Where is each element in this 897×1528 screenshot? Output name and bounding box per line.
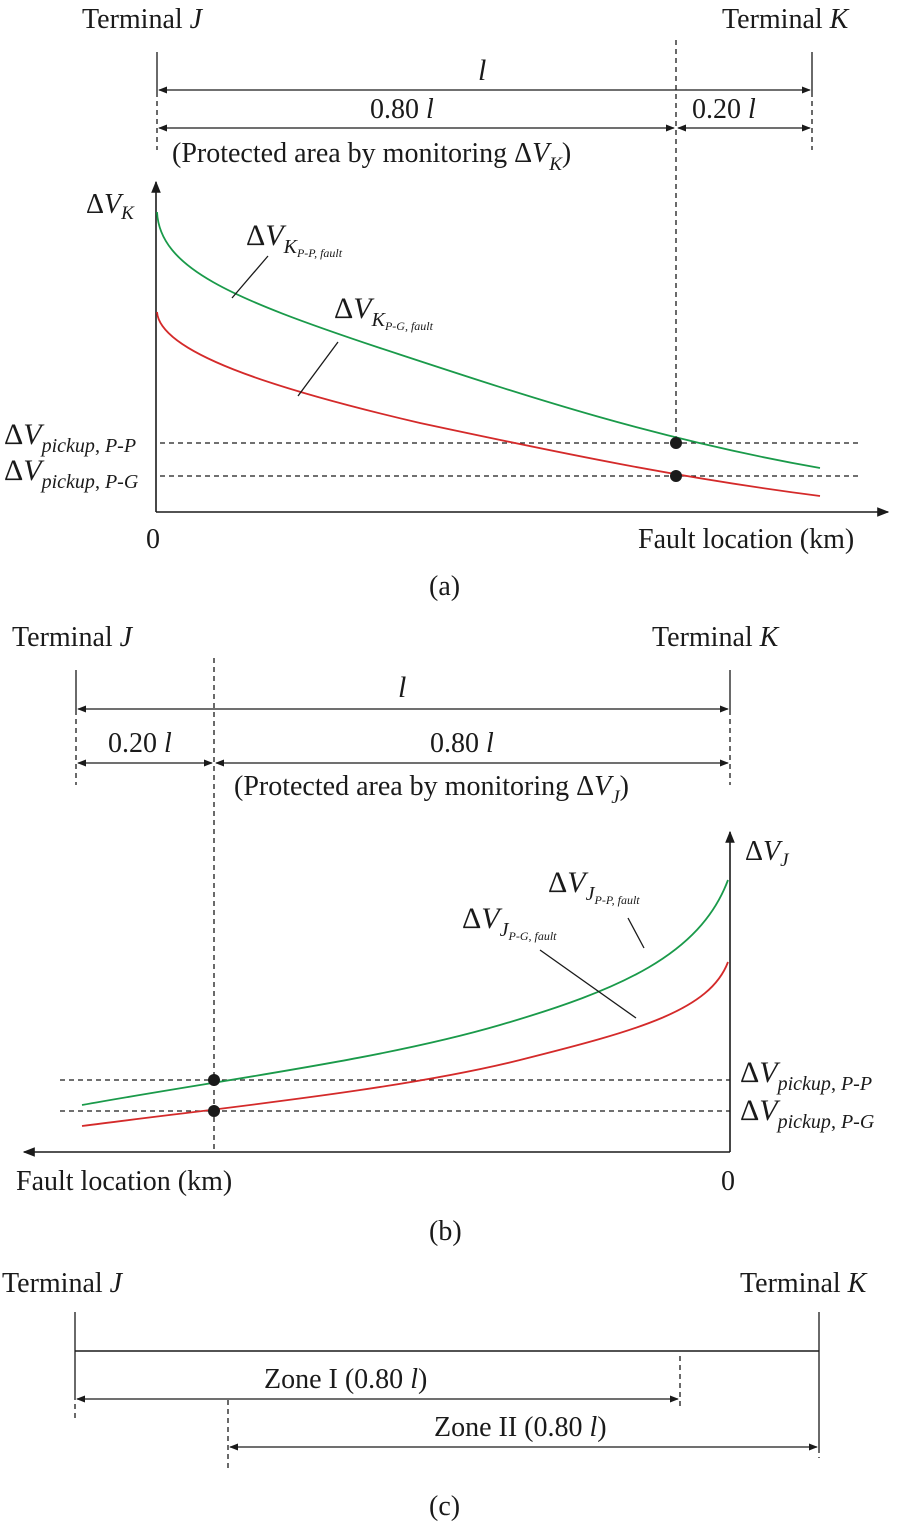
zone2-label-c: Zone II (0.80 l)	[434, 1412, 607, 1443]
curve-pg-leader-a	[297, 341, 339, 397]
curve-pp-a	[156, 211, 821, 469]
pickup-pp-intersection-a	[670, 437, 682, 449]
pickup-pp-intersection-b	[208, 1074, 220, 1086]
pickup-pg-label-b: ΔVpickup, P-G	[740, 1094, 875, 1133]
terminal-j-label-a: Terminal J	[82, 4, 204, 35]
caption-a: (a)	[429, 571, 460, 602]
curve-pp-leader-a	[231, 255, 269, 299]
x-axis-label-a: Fault location (km)	[638, 524, 854, 555]
span-left-label-b: 0.20 l	[108, 728, 172, 759]
curve-pp-leader-b	[627, 917, 645, 949]
span-total-label-a: l	[478, 54, 486, 87]
terminal-j-label-b: Terminal J	[12, 622, 134, 653]
curve-pp-label-b: ΔVJP-P, fault	[548, 866, 640, 907]
panel-b: Terminal J Terminal K l 0.20 l 0.80 l (P…	[12, 622, 875, 1247]
pickup-pg-label-a: ΔVpickup, P-G	[4, 454, 139, 493]
protected-area-label-b: (Protected area by monitoring ΔVJ)	[234, 771, 629, 808]
curve-pg-leader-b	[539, 949, 637, 1019]
panel-a: Terminal J Terminal K l 0.80 l 0.20 l (P…	[4, 4, 890, 602]
origin-label-b: 0	[721, 1166, 735, 1197]
pickup-pg-intersection-b	[208, 1105, 220, 1117]
terminal-k-label-c: Terminal K	[740, 1268, 868, 1299]
pickup-pp-label-b: ΔVpickup, P-P	[740, 1056, 872, 1095]
y-axis-label-a: ΔVK	[86, 189, 135, 224]
pickup-pg-intersection-a	[670, 470, 682, 482]
terminal-k-label-b: Terminal K	[652, 622, 780, 653]
caption-c: (c)	[429, 1491, 460, 1522]
span-right-label-a: 0.20 l	[692, 94, 756, 125]
span-right-label-b: 0.80 l	[430, 728, 494, 759]
caption-b: (b)	[429, 1216, 462, 1247]
curve-pp-label-a: ΔVKP-P, fault	[246, 219, 343, 260]
terminal-k-label-a: Terminal K	[722, 4, 850, 35]
x-axis-label-b: Fault location (km)	[16, 1166, 232, 1197]
terminal-j-label-c: Terminal J	[2, 1268, 124, 1299]
protected-area-label-a: (Protected area by monitoring ΔVK)	[172, 138, 571, 175]
origin-label-a: 0	[146, 524, 160, 555]
curve-pg-a	[156, 311, 821, 497]
curve-pg-label-a: ΔVKP-G, fault	[334, 292, 434, 333]
curve-pg-label-b: ΔVJP-G, fault	[462, 902, 557, 943]
zone1-label-c: Zone I (0.80 l)	[264, 1364, 427, 1395]
curve-pg-b	[81, 961, 729, 1127]
span-total-label-b: l	[398, 671, 406, 704]
y-axis-label-b: ΔVJ	[745, 836, 790, 871]
span-left-label-a: 0.80 l	[370, 94, 434, 125]
pickup-pp-label-a: ΔVpickup, P-P	[4, 418, 136, 457]
panel-c: Terminal J Terminal K Zone I (0.80 l) Zo…	[2, 1268, 868, 1522]
curve-pp-b	[81, 879, 729, 1106]
